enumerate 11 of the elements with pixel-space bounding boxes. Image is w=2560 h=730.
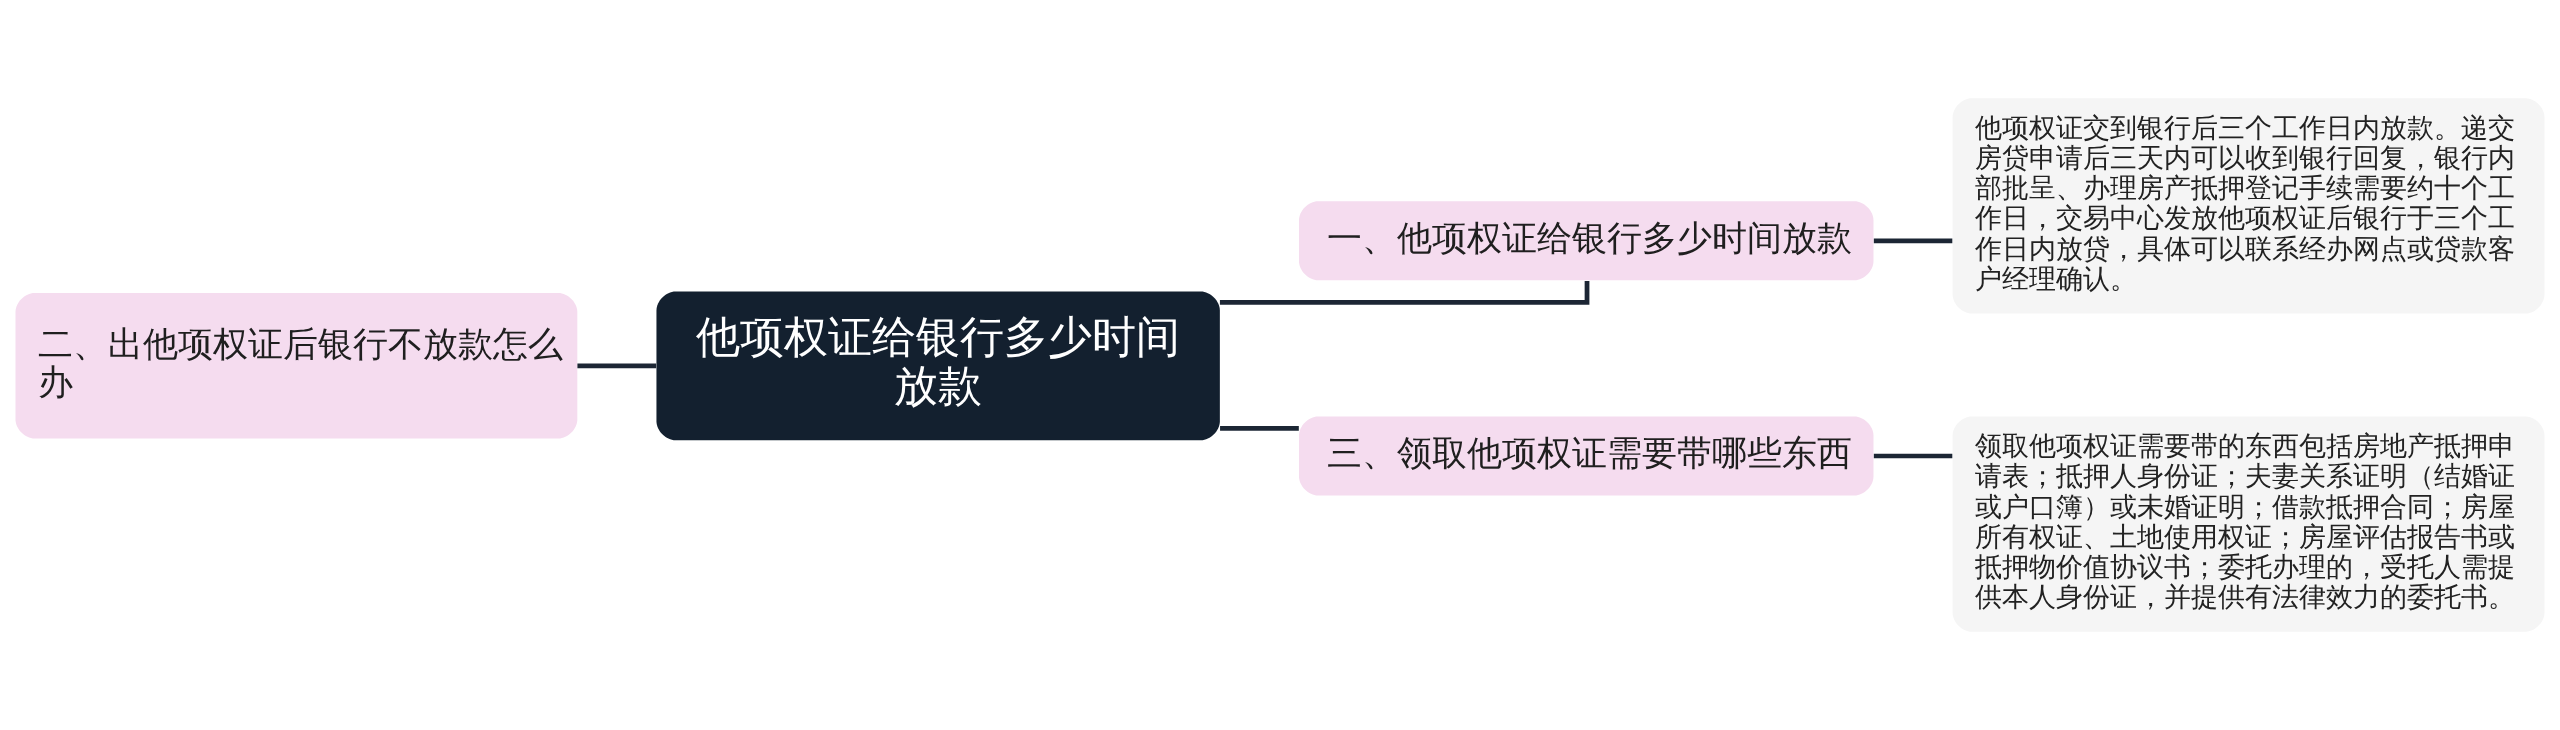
node-box: 他项权证交到银行后三个工作日内放款。递交房贷申请后三天内可以收到银行回复，银行内部批呈、办理房产抵押登记手续需要约十个工作日，交易中心发放他项权证后银行于三个工作日内放贷，具体可以联系经办网点或贷款客户经理确认。 [1952, 98, 2545, 314]
node-box: 领取他项权证需要带的东西包括房地产抵押申请表；抵押人身份证；夫妻关系证明（结婚证或户口簿）或未婚证明；借款抵押合同；房屋所有权证、土地使用权证；房屋评估报告书或抵押物价值协议书；委托办理的，受托人需提供本人身份证，并提供有法律效力的委托书。 [1952, 416, 2545, 632]
node-box: 二、出他项权证后银行不放款怎么办 [15, 293, 578, 439]
connector [1873, 238, 1953, 244]
connector [1219, 280, 1590, 305]
connector [1220, 425, 1299, 431]
connector [1873, 453, 1953, 459]
connector [577, 363, 657, 369]
node-box: 他项权证给银行多少时间放款 [656, 291, 1220, 441]
node-box: 三、领取他项权证需要带哪些东西 [1299, 416, 1874, 496]
node-box: 一、他项权证给银行多少时间放款 [1299, 201, 1874, 281]
